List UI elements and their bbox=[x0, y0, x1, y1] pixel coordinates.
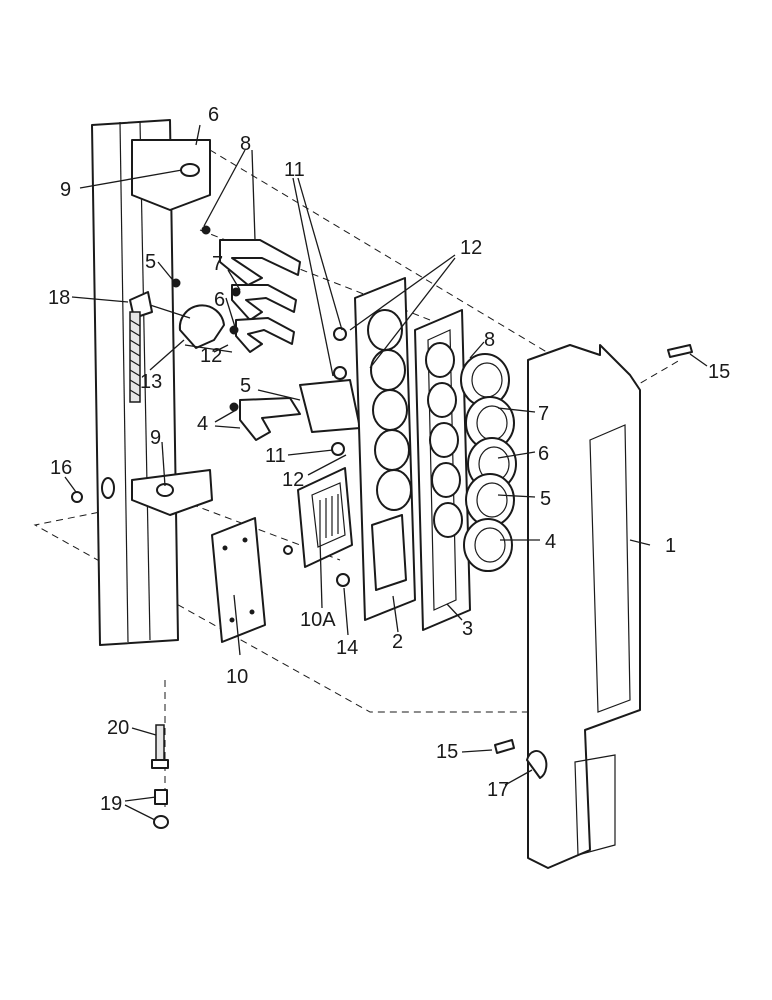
upper-bracket bbox=[131, 139, 211, 211]
latch bbox=[526, 750, 548, 779]
screw-icon bbox=[667, 344, 693, 358]
bracket-icon bbox=[299, 379, 361, 433]
callout-4: 4 bbox=[197, 413, 208, 435]
callout-4: 4 bbox=[545, 531, 556, 553]
nut-icon bbox=[229, 402, 239, 412]
bracket-icon bbox=[235, 317, 295, 353]
callout-16: 16 bbox=[50, 457, 72, 479]
callout-18: 18 bbox=[48, 287, 70, 309]
callout-5: 5 bbox=[145, 251, 156, 273]
clamp bbox=[178, 304, 225, 349]
leader-lines bbox=[64, 124, 708, 821]
housing bbox=[527, 344, 641, 869]
bezel-panel bbox=[414, 309, 471, 631]
nut-icon bbox=[333, 327, 347, 341]
plate-screws bbox=[222, 537, 255, 623]
bracket-icon bbox=[239, 397, 301, 441]
callout-5: 5 bbox=[240, 375, 251, 397]
hose-fitting bbox=[155, 724, 165, 761]
nut-icon bbox=[201, 225, 211, 235]
callout-20: 20 bbox=[107, 717, 129, 739]
callout-5: 5 bbox=[540, 488, 551, 510]
adapter bbox=[154, 789, 168, 805]
fasteners bbox=[71, 327, 693, 829]
bracket-icon bbox=[219, 239, 301, 286]
callout-3: 3 bbox=[462, 618, 473, 640]
nut-icon bbox=[231, 287, 241, 297]
nut-icon bbox=[333, 366, 347, 380]
nut-icon bbox=[71, 491, 83, 503]
gauge-panel bbox=[354, 277, 416, 621]
callout-7: 7 bbox=[212, 253, 223, 275]
gauges bbox=[460, 353, 517, 572]
callout-6: 6 bbox=[208, 104, 219, 126]
callout-7: 7 bbox=[538, 403, 549, 425]
callout-8: 8 bbox=[240, 133, 251, 155]
callout-8: 8 bbox=[484, 329, 495, 351]
callout-11: 11 bbox=[265, 445, 286, 467]
nut-icon bbox=[101, 477, 115, 499]
callout-2: 2 bbox=[392, 631, 403, 653]
nut-icon bbox=[180, 163, 200, 177]
fitting-assembly bbox=[129, 291, 233, 403]
angle-brackets bbox=[171, 225, 361, 441]
callout-17: 17 bbox=[487, 779, 509, 801]
callout-19: 19 bbox=[100, 793, 122, 815]
callout-9: 9 bbox=[150, 427, 161, 449]
callout-6: 6 bbox=[214, 289, 225, 311]
bracket-icon bbox=[231, 284, 297, 321]
hose bbox=[129, 311, 141, 403]
circuit-board bbox=[297, 467, 353, 568]
callout-12: 12 bbox=[200, 345, 222, 367]
callout-13: 13 bbox=[140, 371, 162, 393]
callout-12: 12 bbox=[282, 469, 304, 491]
nut-icon bbox=[283, 545, 293, 555]
callout-6: 6 bbox=[538, 443, 549, 465]
nut-icon bbox=[153, 815, 169, 829]
screw-icon bbox=[494, 739, 515, 754]
callout-9: 9 bbox=[60, 179, 71, 201]
callout-15: 15 bbox=[436, 741, 458, 763]
callout-labels: 6 9 8 11 12 5 7 18 6 12 13 5 4 9 11 12 1… bbox=[48, 104, 730, 815]
callout-10a: 10A bbox=[300, 609, 336, 631]
nut-icon bbox=[336, 573, 350, 587]
nut-icon bbox=[229, 325, 239, 335]
callout-15: 15 bbox=[708, 361, 730, 383]
callout-11: 11 bbox=[284, 159, 305, 181]
callout-10: 10 bbox=[226, 666, 248, 688]
nut-icon bbox=[331, 442, 345, 456]
callout-1: 1 bbox=[665, 535, 676, 557]
callout-12: 12 bbox=[460, 237, 482, 259]
plate-icon bbox=[211, 517, 266, 643]
callout-14: 14 bbox=[336, 637, 358, 659]
